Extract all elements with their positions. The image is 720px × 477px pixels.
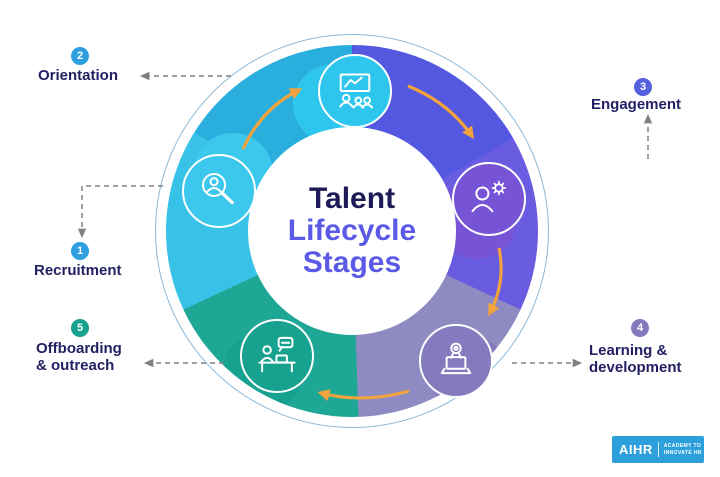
stage-label-orientation: Orientation: [38, 67, 118, 84]
aihr-tagline-line2: INNOVATE HR: [663, 449, 702, 456]
stage-badge-1: 1: [71, 242, 89, 260]
stage-label-recruitment: Recruitment: [34, 262, 122, 279]
stage-label-line: Orientation: [38, 67, 119, 84]
diagram-center: Talent Lifecycle Stages: [248, 127, 456, 335]
aihr-logo-name: AIHR: [619, 442, 653, 457]
stage-label-line: & outreach: [36, 357, 115, 374]
stage-label-line: development: [589, 359, 682, 376]
magnifier-person-icon: [202, 172, 234, 205]
stage-label-line: Engagement: [591, 96, 682, 113]
stage-icon-orientation: [318, 54, 392, 128]
stage-badge-2: 2: [71, 47, 89, 65]
person-gear-icon: [471, 180, 507, 213]
connector-recruitment: [77, 185, 163, 239]
aihr-logo: AIHR ACADEMY TO INNOVATE HR: [612, 436, 704, 463]
diagram-title-line1: Talent: [308, 182, 396, 215]
aihr-logo-divider: [657, 442, 659, 457]
aihr-tagline-line1: ACADEMY TO: [663, 443, 702, 449]
stage-icon-recruitment: [182, 154, 256, 228]
stage-label-line: Recruitment: [34, 262, 122, 279]
aihr-logo-tagline: ACADEMY TO INNOVATE HR: [664, 443, 702, 456]
stage-badge-4: 4: [631, 319, 649, 337]
stage-label-line: Learning &: [589, 342, 668, 359]
stage-label-line: Offboarding: [36, 340, 122, 357]
stage-label-learning: Learning & development: [589, 342, 682, 376]
stage-badge-5: 5: [71, 319, 89, 337]
stage-badge-3: 3: [634, 78, 652, 96]
laptop-medal-icon: [440, 342, 472, 375]
stage-icon-offboarding: [240, 319, 314, 393]
stage-label-offboarding: Offboarding & outreach: [36, 340, 122, 374]
stage-icon-learning: [419, 324, 493, 398]
diagram-title-line3: Stages: [302, 246, 402, 279]
diagram-title-line2: Lifecycle: [287, 214, 417, 247]
presentation-chart-icon: [339, 73, 374, 109]
stage-icon-engagement: [452, 162, 526, 236]
stage-label-engagement: Engagement: [591, 96, 681, 113]
person-desk-chat-icon: [258, 336, 296, 373]
